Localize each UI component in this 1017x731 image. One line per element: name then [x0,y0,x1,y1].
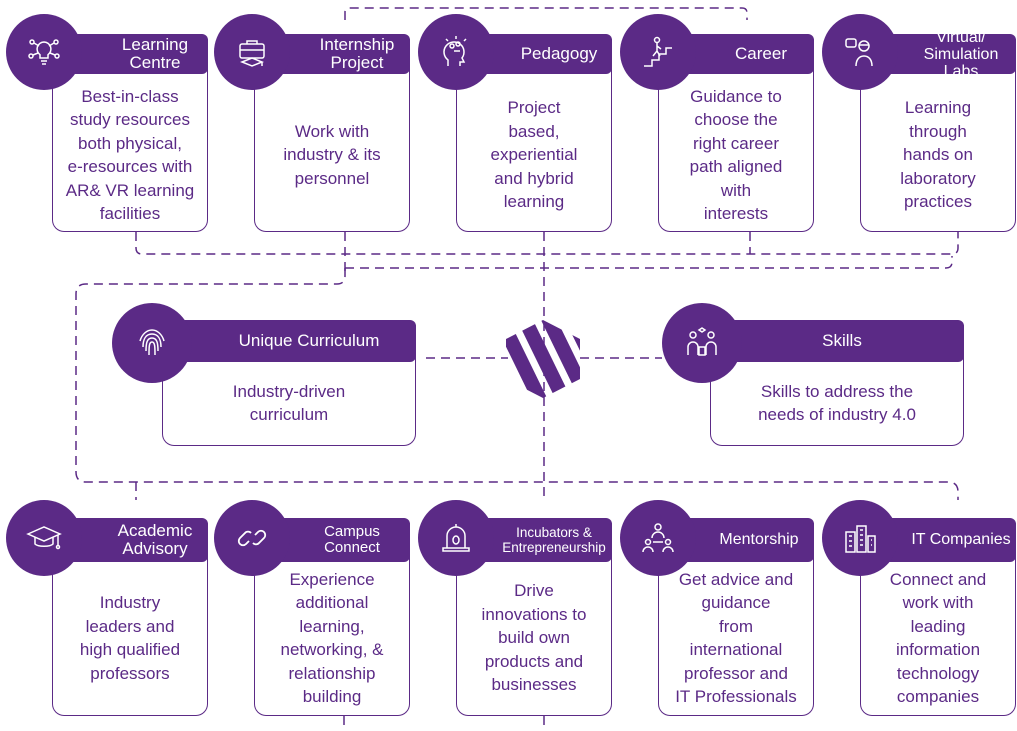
card-description: Learning through hands on laboratory pra… [900,98,976,212]
card-title: Mentorship [719,531,799,548]
icon-disk-virtual-labs [822,14,898,90]
icon-disk-pedagogy [418,14,494,90]
head-ideas-icon [443,36,467,66]
center-logo [506,320,580,398]
icon-disk-academic-advisory [6,500,82,576]
card-title: Career [735,44,787,63]
card-description: Project based, experiential and hybrid l… [490,98,578,212]
card-description: Industry-driven curriculum [232,381,346,425]
climbing-stairs-icon [644,36,672,67]
card-description: Experience additional learning, networki… [280,569,384,707]
card-title: Skills [822,331,862,350]
graduation-cap-icon [26,526,62,550]
icon-disk-career [620,14,696,90]
card-description: Industry leaders and high qualified prof… [79,593,181,683]
icon-disk-skills [662,303,742,383]
card-title: Incubators & Entrepreneurship [502,525,606,555]
card-academic-advisory [52,540,208,716]
icon-disk-it-companies [822,500,898,576]
card-title: Unique Curriculum [238,331,380,350]
vr-headset-person-icon [845,38,873,67]
title-tab-unique-curriculum: Unique Curriculum [162,320,416,362]
icon-disk-learning-centre [6,14,82,90]
card-career [658,60,814,232]
title-tab-skills: Skills [710,320,964,362]
office-buildings-icon [845,525,876,553]
card-title: Virtual/ Simulation Labs [923,28,999,80]
icon-disk-unique-curriculum [112,303,192,383]
card-campus-connect [254,540,410,716]
card-learning-centre [52,60,208,232]
icon-disk-mentorship [620,500,696,576]
card-description: Get advice and guidance from internation… [675,569,797,707]
card-description: Guidance to choose the right career path… [689,86,783,224]
card-description: Best-in-class study resources both physi… [65,86,195,224]
icon-disk-incubators [418,500,494,576]
icon-disk-internship-project [214,14,290,90]
card-virtual-labs [860,60,1016,232]
lightbulb-network-icon [28,39,60,65]
card-title: Internship Project [319,35,395,72]
card-description: Connect and work with leading informatio… [889,569,987,707]
briefcase-graduate-icon [239,40,265,67]
card-pedagogy [456,60,612,232]
card-unique-curriculum [162,346,416,446]
card-title: Learning Centre [121,35,189,72]
fingerprint-icon [139,329,165,356]
card-skills [710,346,964,446]
card-internship-project [254,60,410,232]
chain-link-icon [237,529,267,547]
card-title: Campus Connect [324,523,380,556]
people-skills-icon [687,327,717,356]
card-it-companies [860,540,1016,716]
card-description: Skills to address the needs of industry … [758,381,916,425]
incubator-icon [442,524,470,552]
card-title: Academic Advisory [117,521,193,558]
card-description: Work with industry & its personnel [283,121,381,188]
card-description: Drive innovations to build own products … [481,581,587,695]
card-mentorship [658,540,814,716]
card-title: IT Companies [911,531,1011,548]
icon-disk-campus-connect [214,500,290,576]
card-incubators [456,540,612,716]
card-title: Pedagogy [520,44,598,63]
mentor-group-icon [642,523,674,553]
